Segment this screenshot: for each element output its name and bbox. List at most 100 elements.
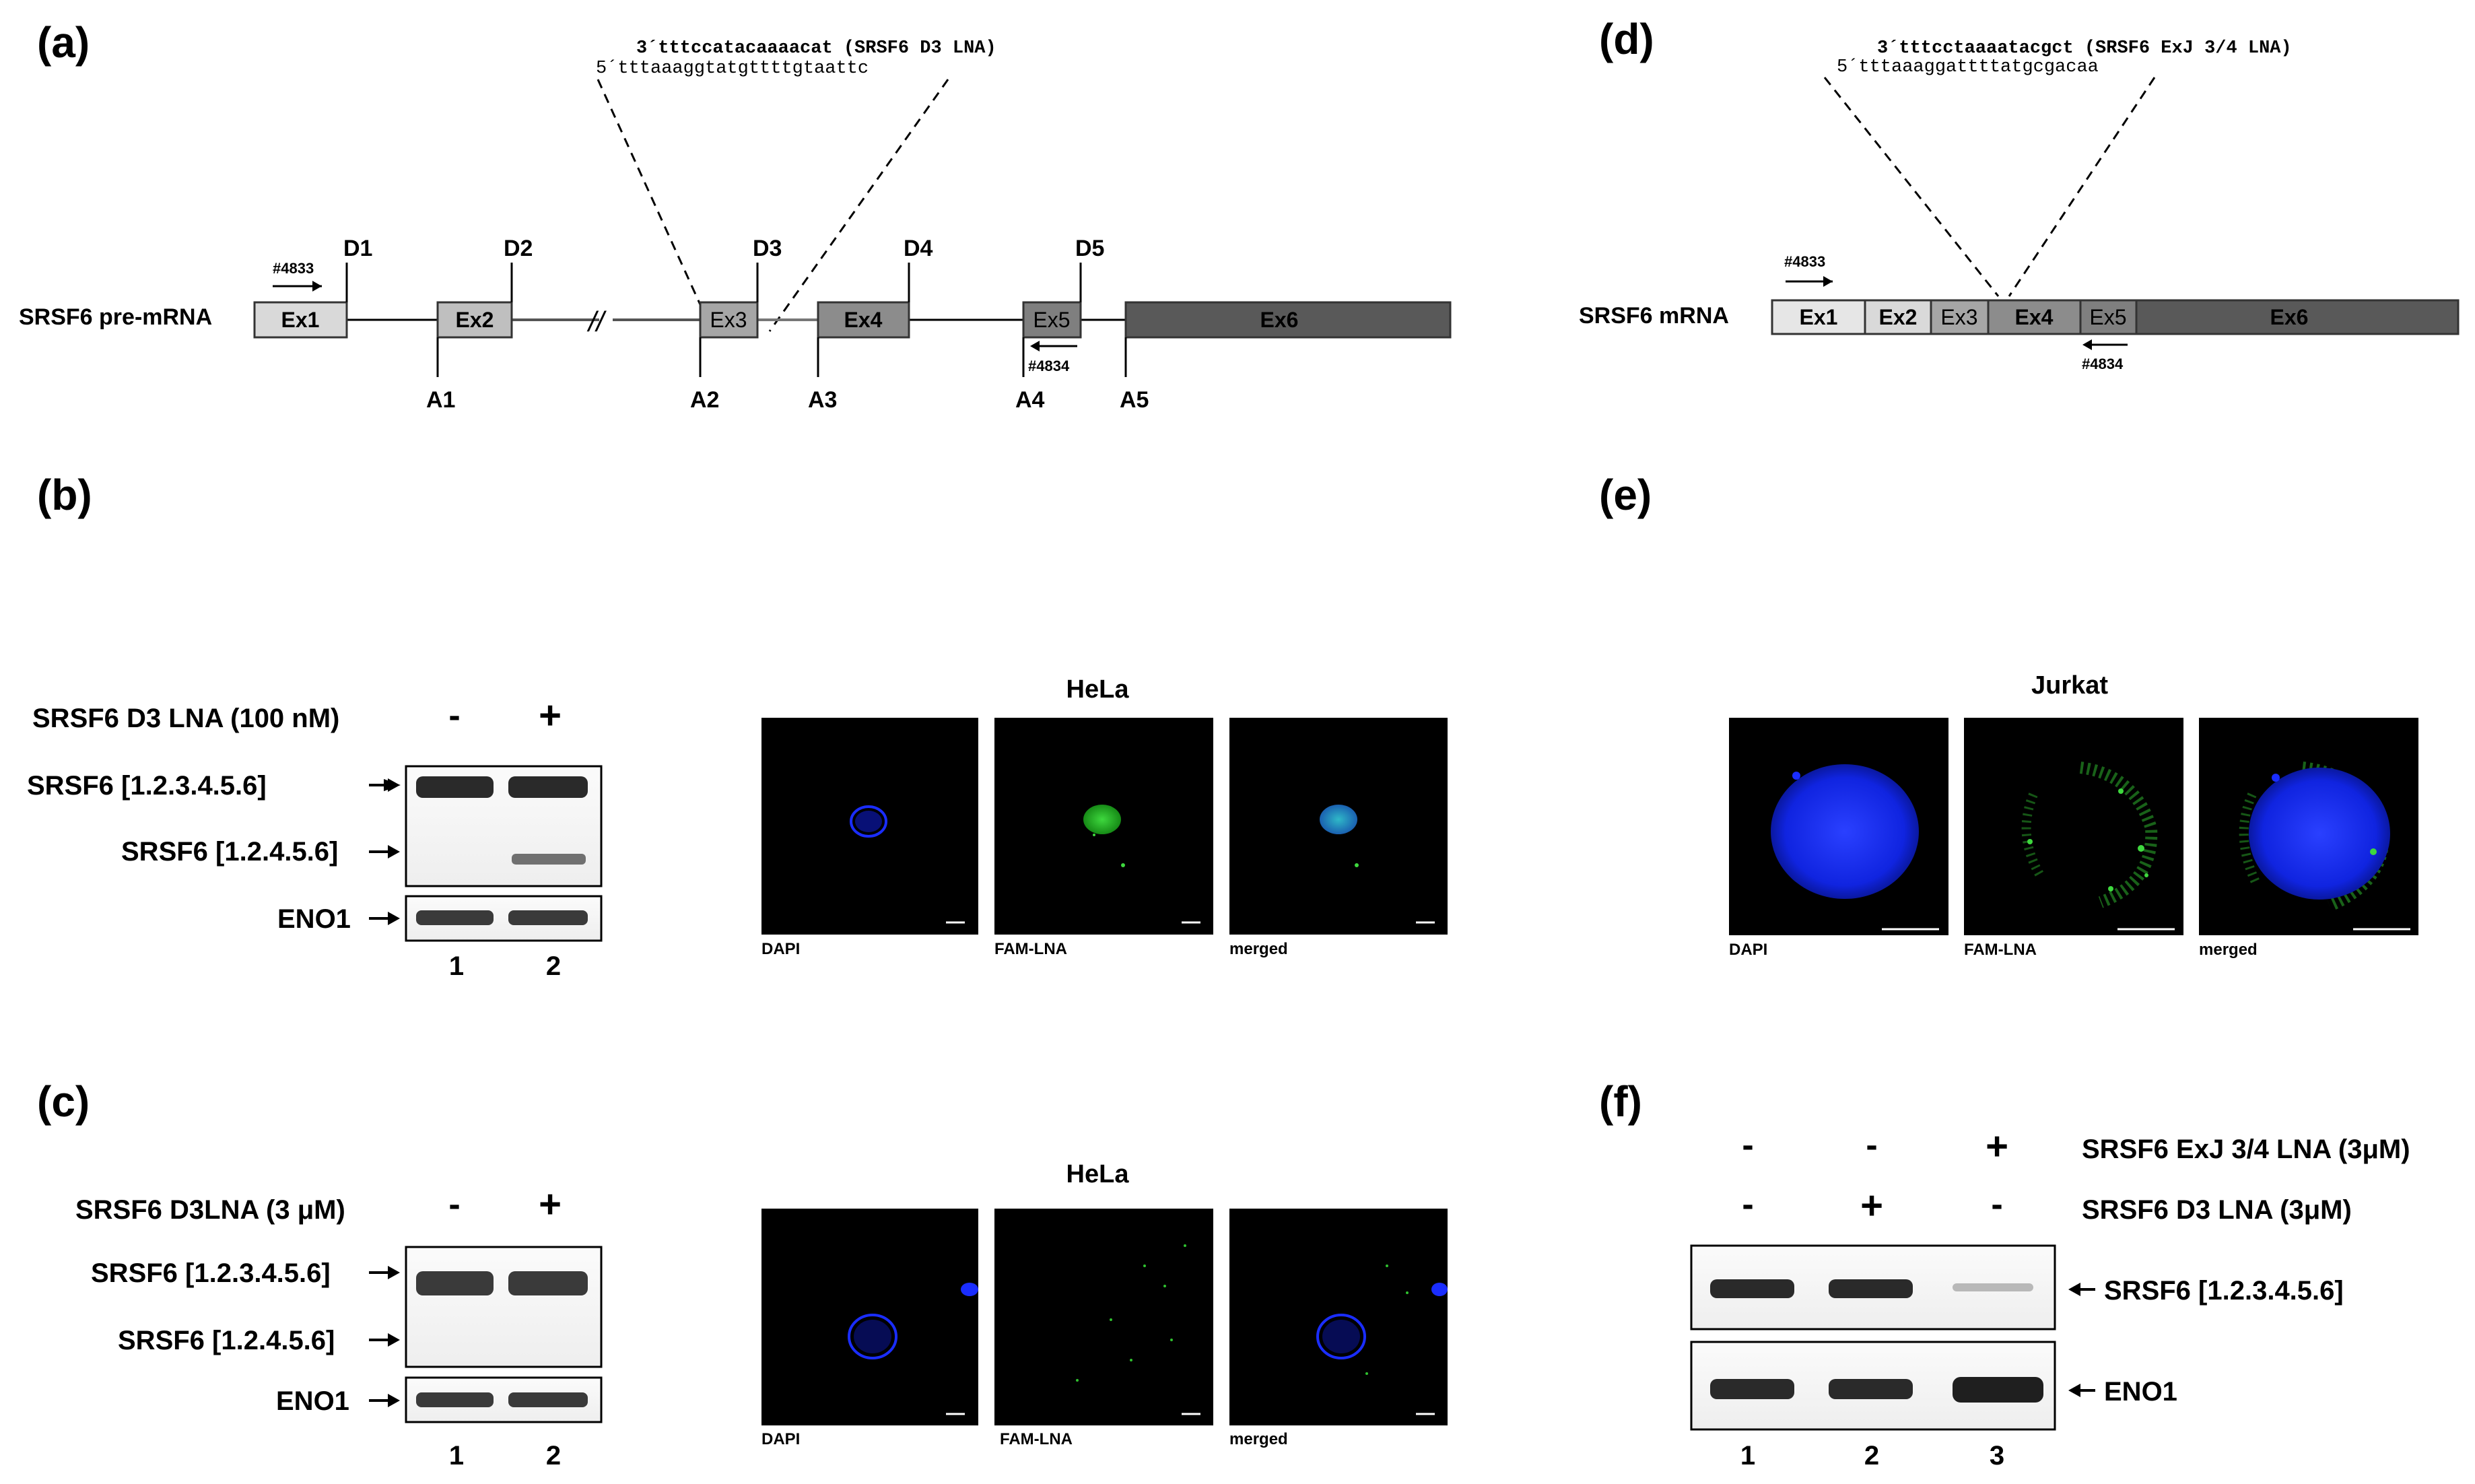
panel-c-label: (c) (37, 1077, 90, 1126)
mrna-exon-box-2 (1864, 299, 1932, 335)
break-mark: // (586, 306, 607, 337)
panel-f: (f) - - + SRSF6 ExJ 3/4 LNA (3μM) - + - … (1599, 1077, 2410, 1471)
primer-rev-arrowhead (1030, 341, 1040, 351)
panel-f-lane-2: 2 (1864, 1441, 1879, 1471)
panel-c-band-lane2-eno1 (508, 1392, 588, 1407)
panel-f-row1-sign-2: - (1866, 1126, 1877, 1165)
panel-d-target-seq: 5´tttaaaggattttatgcgacaa (1837, 57, 2099, 77)
mrna-exon-label-1: Ex1 (1800, 305, 1838, 329)
panel-f-band-lane1-full (1710, 1279, 1794, 1298)
title-mrna: SRSF6 mRNA (1579, 303, 1729, 329)
acceptor-label-3: A3 (808, 387, 837, 413)
acceptor-label-1: A1 (426, 387, 455, 413)
panel-e-channel-2: FAM-LNA (1964, 941, 2037, 959)
panel-b-band-label-1: SRSF6 [1.2.3.4.5.6] (27, 771, 267, 801)
panel-b-channel-3: merged (1229, 940, 1288, 958)
panel-d: (d) 3´tttcctaaaatacgct (SRSF6 ExJ 3/4 LN… (1579, 15, 2460, 372)
panel-c-band-label-2: SRSF6 [1.2.4.5.6] (118, 1326, 335, 1355)
panel-f-band-label-1: SRSF6 [1.2.3.4.5.6] (2104, 1276, 2344, 1306)
primer-fwd-arrowhead (312, 281, 322, 292)
zoom-line-left-d (1823, 77, 2000, 297)
panel-c-image-fam (994, 1209, 1213, 1425)
panel-f-arrowhead-1 (2068, 1283, 2080, 1296)
panel-b-channel-2: FAM-LNA (994, 940, 1067, 958)
panel-a-lna-seq: 3´tttccatacaaaacat (SRSF6 D3 LNA) (636, 38, 996, 59)
panel-a: (a) 3´tttccatacaaaacat (SRSF6 D3 LNA) 5´… (19, 18, 1452, 413)
mrna-primer-rev-arrowhead (2082, 339, 2092, 350)
panel-b-lane-1: 1 (449, 951, 464, 981)
primer-fwd-label: #4833 (273, 260, 314, 277)
panel-c-cell-title: HeLa (1066, 1160, 1130, 1188)
panel-c-treatment: SRSF6 D3LNA (3 μM) (75, 1195, 345, 1225)
panel-c-gel-main (405, 1246, 603, 1368)
panel-a-target-seq: 5´tttaaaggtatgttttgtaattc (596, 59, 869, 79)
panel-f-arrowhead-2 (2068, 1384, 2080, 1397)
panel-e-channel-3: merged (2199, 941, 2258, 959)
panel-e-image-dapi (1729, 718, 1948, 935)
mrna-exon-label-4: Ex4 (2015, 305, 2054, 329)
panel-c-arrowhead-1 (388, 1266, 400, 1279)
exon-label-5: Ex5 (1033, 308, 1070, 332)
panel-e-channel-1: DAPI (1729, 941, 1767, 959)
mrna-exon-box-4 (1987, 299, 2082, 335)
acceptor-label-5: A5 (1120, 387, 1149, 413)
mrna-primer-fwd-label: #4833 (1784, 253, 1825, 270)
mrna-exon-label-3: Ex3 (1940, 305, 1977, 329)
panel-c-band-lane2-full (508, 1271, 588, 1295)
panel-b-band-lane1-full (416, 776, 494, 798)
donor-label-4: D4 (904, 236, 933, 261)
zoom-line-right-d (2008, 77, 2156, 297)
donor-label-1: D1 (343, 236, 372, 261)
panel-e-image-fam (1964, 718, 2183, 935)
panel-b-treatment: SRSF6 D3 LNA (100 nM) (32, 704, 339, 733)
panel-c-band-lane1-eno1 (416, 1392, 494, 1407)
panel-f-lane-3: 3 (1990, 1441, 2004, 1471)
panel-c-arrowhead-3 (388, 1394, 400, 1407)
panel-f-row1-sign-3: + (1986, 1124, 2008, 1168)
exon-label-4: Ex4 (844, 308, 883, 332)
donor-label-5: D5 (1075, 236, 1104, 261)
panel-f-row2-sign-2: + (1860, 1184, 1883, 1227)
donor-label-3: D3 (753, 236, 782, 261)
exon-box-6 (1124, 301, 1452, 339)
panel-f-lane-1: 1 (1740, 1441, 1755, 1471)
panel-b-arrowhead-1 (388, 778, 400, 792)
panel-f-row2-sign-3: - (1991, 1185, 2002, 1224)
panel-f-row2-label: SRSF6 D3 LNA (3μM) (2082, 1195, 2352, 1225)
title-pre-mrna: SRSF6 pre-mRNA (19, 304, 212, 330)
panel-b-sign-2: + (539, 694, 562, 737)
acceptor-label-4: A4 (1015, 387, 1045, 413)
panel-f-row1-sign-1: - (1742, 1126, 1753, 1165)
exon-box-3 (699, 301, 759, 339)
mrna-exon-label-5: Ex5 (2089, 305, 2126, 329)
panel-c-channel-2: FAM-LNA (1000, 1430, 1073, 1448)
panel-f-band-label-2: ENO1 (2104, 1377, 2177, 1407)
panel-c-band-lane1-full (416, 1271, 494, 1295)
panel-c-channel-3: merged (1229, 1430, 1288, 1448)
exon-label-1: Ex1 (281, 308, 320, 332)
panel-f-band-lane1-eno1 (1710, 1379, 1794, 1399)
panel-b-arrowhead-3 (388, 912, 400, 925)
panel-e-image-merged (2199, 718, 2418, 935)
exon-label-3: Ex3 (710, 308, 747, 332)
panel-b-band-lane1-eno1 (416, 910, 494, 925)
panel-f-band-lane2-full (1829, 1279, 1913, 1298)
panel-c-sign-1: - (448, 1185, 460, 1224)
panel-b-band-lane2-skip (512, 854, 586, 865)
panel-b-lane-2: 2 (546, 951, 561, 981)
acceptor-label-2: A2 (690, 387, 719, 413)
panel-d-label: (d) (1599, 15, 1654, 63)
exon-label-2: Ex2 (456, 308, 494, 332)
exon-box-2 (436, 301, 513, 339)
panel-b-image-merged (1229, 718, 1448, 935)
panel-f-label: (f) (1599, 1077, 1642, 1126)
panel-d-lna-seq: 3´tttcctaaaatacgct (SRSF6 ExJ 3/4 LNA) (1877, 38, 2292, 59)
exon-box-4 (817, 301, 910, 339)
donor-label-2: D2 (504, 236, 533, 261)
panel-c-channel-1: DAPI (761, 1430, 800, 1448)
panel-b-image-dapi (761, 718, 978, 935)
panel-b-band-lane2-full (508, 776, 588, 798)
mrna-exon-label-6: Ex6 (2270, 305, 2309, 329)
exon-box-5 (1022, 301, 1082, 339)
